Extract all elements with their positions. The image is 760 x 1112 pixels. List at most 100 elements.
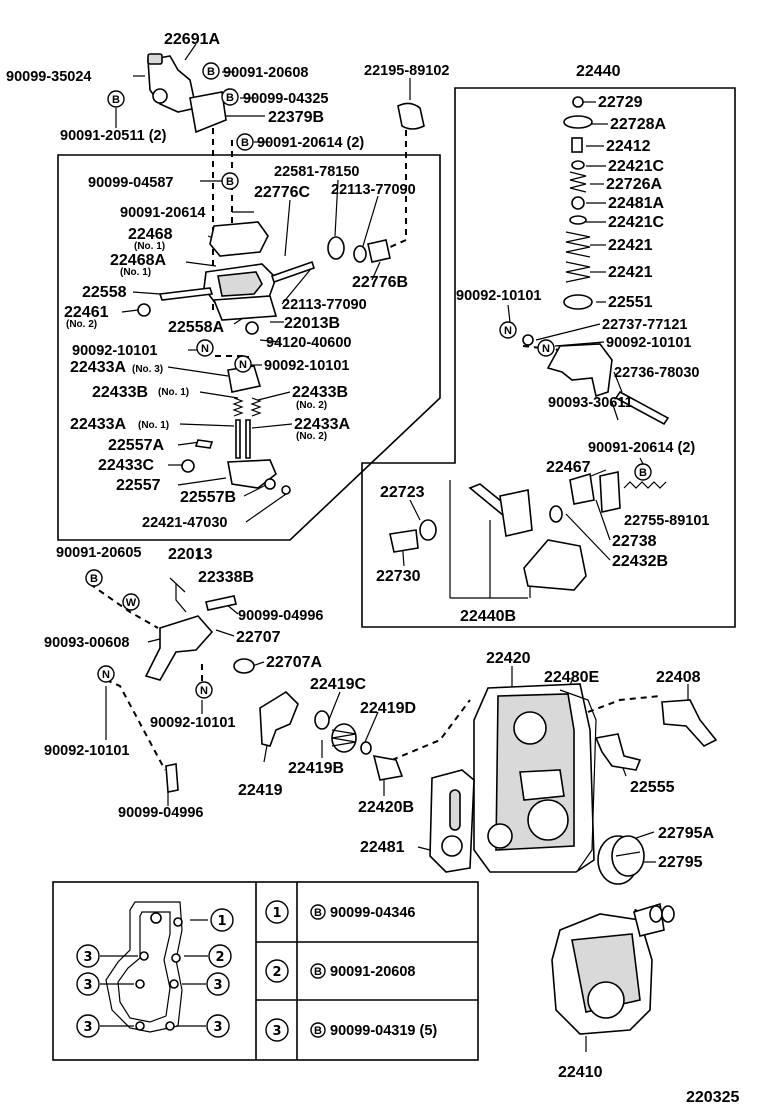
part-drawings [100,53,718,1035]
svg-text:N: N [201,343,209,355]
part-label: 22419D [360,700,416,717]
dashed-line [387,130,407,249]
bolt-symbol: B [221,172,239,190]
svg-text:N: N [542,343,550,355]
part-label: 90092-10101 [72,343,157,359]
part-label: 22421C [608,158,664,175]
part-label: 22738 [612,533,657,550]
svg-text:B: B [207,66,215,78]
ref-marker: 3 [76,972,100,996]
svg-text:3: 3 [272,1024,281,1039]
legend-box [52,881,479,1061]
svg-text:90099-04319 (5): 90099-04319 (5) [330,1023,437,1039]
part-label: 22776C [254,184,310,201]
svg-text:B: B [314,1025,322,1037]
svg-text:B: B [226,176,234,188]
part-label: 90099-04587 [88,175,173,191]
part-label: 22421C [608,214,664,231]
sub-assembly-box-22440 [361,87,736,628]
part-label: 22468A [110,252,166,269]
part-label: (No. 2) [66,319,97,330]
nut-symbol: N [97,665,115,683]
part-label: 22410 [558,1064,603,1081]
svg-text:3: 3 [213,1020,222,1035]
nut-symbol: N [537,339,555,357]
part-label: 22433B [292,384,348,401]
part-label: (No. 1) [158,387,189,398]
part-label: 22551 [608,294,653,311]
part-label: 22013 [168,546,213,563]
part-label: 22723 [380,484,425,501]
part-label: 22557B [180,489,236,506]
part-label: (No. 3) [132,364,163,375]
part-label: (No. 2) [296,431,327,442]
part-label: 22737-77121 [602,317,687,333]
svg-text:N: N [239,359,247,371]
part-label: 22419 [238,782,283,799]
part-label: 90092-10101 [150,715,235,731]
svg-text:1: 1 [272,906,281,921]
svg-text:3: 3 [213,978,222,993]
part-label: 22113-77090 [331,182,416,198]
part-label: (No. 1) [120,267,151,278]
part-label: 90091-20608 [223,65,308,81]
legend-row: 1 B 90099-04346 [265,900,415,924]
ref-marker: 3 [76,1014,100,1038]
part-label: 90091-20614 [120,205,205,221]
dashed-line [215,355,249,386]
part-label: 90099-04996 [238,608,323,624]
bolt-symbol: B [221,88,239,106]
part-label: 22707 [236,629,281,646]
part-label: 90093-30611 [548,395,633,411]
svg-text:B: B [226,92,234,104]
bolt-symbol: B [85,569,103,587]
part-label: 22730 [376,568,421,585]
part-label: 22481 [360,839,405,856]
part-label: 22728A [610,116,666,133]
svg-text:3: 3 [83,978,92,993]
ref-marker: 1 [210,908,234,932]
part-label: (No. 1) [138,420,169,431]
part-label: 22557 [116,477,161,494]
svg-text:B: B [241,137,249,149]
bolt-symbol: B [634,463,652,481]
bolt-symbol: B [236,133,254,151]
svg-text:3: 3 [83,1020,92,1035]
part-label: 22729 [598,94,643,111]
part-label: 90092-10101 [264,358,349,374]
diagram-id: 220325 [686,1089,739,1106]
part-label: 22468 [128,226,173,243]
part-label: (No. 1) [134,241,165,252]
part-label: 22726A [606,176,662,193]
part-label: 22776B [352,274,408,291]
part-label: 22581-78150 [274,164,359,180]
part-label: 22412 [606,138,651,155]
part-label: 22480E [544,669,599,686]
washer-symbol: W [122,593,140,611]
dashed-line [105,679,166,771]
part-label: 22558A [168,319,224,336]
svg-text:2: 2 [215,950,224,965]
nut-symbol: N [234,355,252,373]
svg-text:3: 3 [83,950,92,965]
part-label: 22421-47030 [142,515,227,531]
legend-row: 3 B 90099-04319 (5) [265,1018,437,1042]
svg-text:B: B [314,907,322,919]
part-label: 90099-35024 [6,69,91,85]
part-label: 22113-77090 [282,297,367,313]
ref-marker: 3 [76,944,100,968]
svg-text:N: N [102,669,110,681]
part-label: 22433B [92,384,148,401]
part-label: 90091-20614 (2) [257,135,364,151]
svg-text:B: B [112,94,120,106]
bolt-symbol: B [202,62,220,80]
part-label: 90092-10101 [456,288,541,304]
part-label: 90092-10101 [606,335,691,351]
part-label: 90092-10101 [44,743,129,759]
part-label: 22420B [358,799,414,816]
part-label: 22013B [284,315,340,332]
ref-marker: 2 [208,944,232,968]
part-label: 22433A [294,416,350,433]
part-label: 22558 [82,284,127,301]
